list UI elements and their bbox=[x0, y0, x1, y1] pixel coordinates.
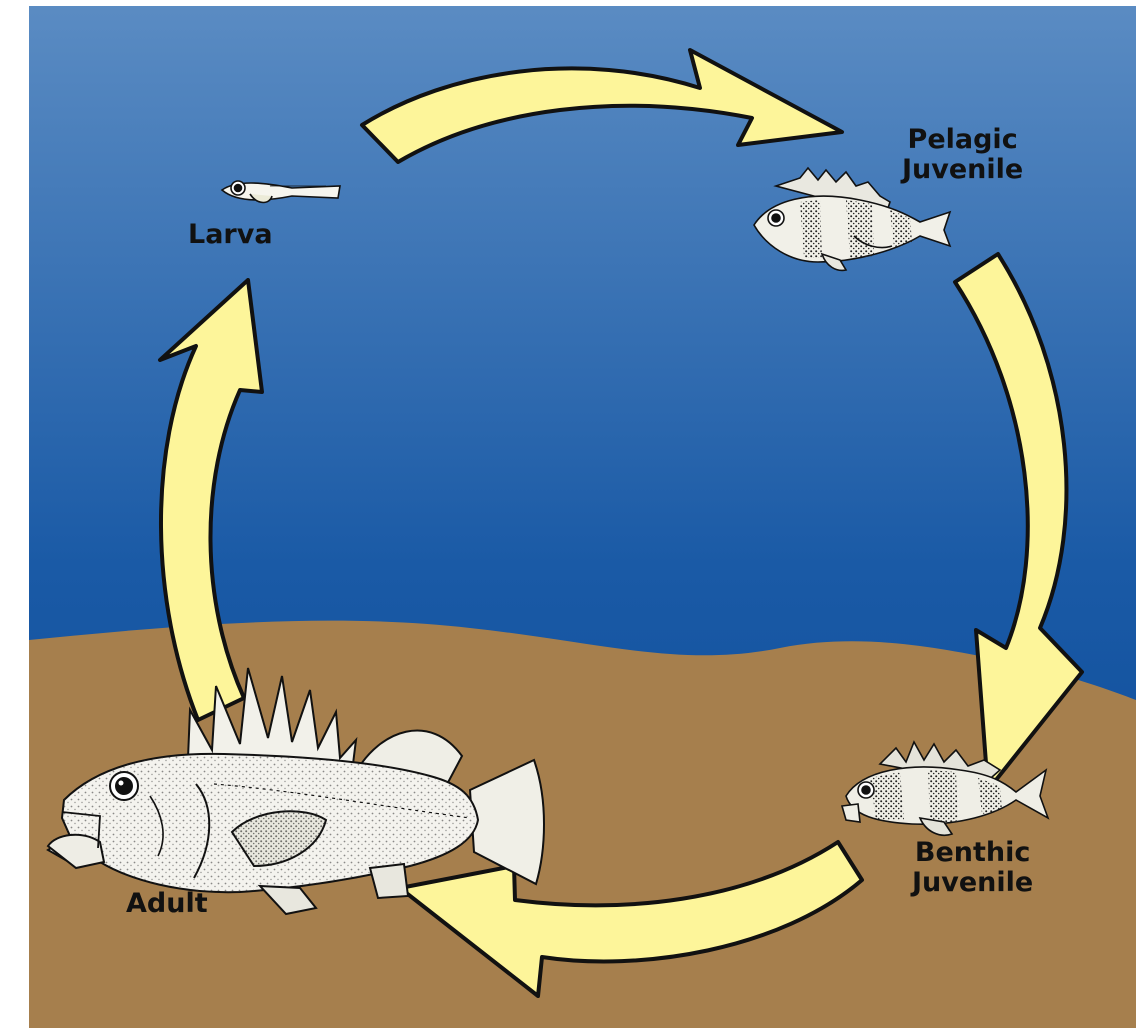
label-larva: Larva bbox=[188, 220, 273, 250]
label-benthic-juvenile: Benthic Juvenile bbox=[912, 838, 1033, 898]
label-pelagic-line2: Juvenile bbox=[902, 155, 1023, 185]
label-pelagic-line1: Pelagic bbox=[902, 125, 1023, 155]
frame-border-top bbox=[0, 0, 1136, 6]
frame-border-left bbox=[0, 0, 29, 1028]
label-adult: Adult bbox=[126, 889, 208, 919]
label-adult-line1: Adult bbox=[126, 889, 208, 919]
label-larva-line1: Larva bbox=[188, 220, 273, 250]
label-pelagic-juvenile: Pelagic Juvenile bbox=[902, 125, 1023, 185]
label-benthic-line1: Benthic bbox=[912, 838, 1033, 868]
label-benthic-line2: Juvenile bbox=[912, 868, 1033, 898]
